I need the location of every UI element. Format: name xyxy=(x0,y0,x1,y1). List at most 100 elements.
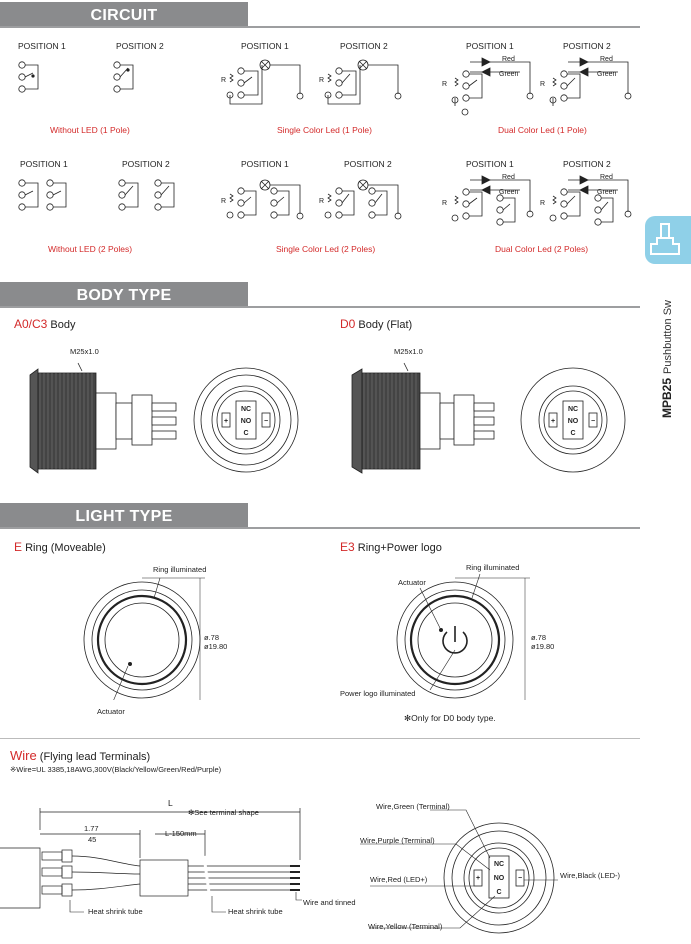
a0-side-view xyxy=(29,362,177,474)
body-type-divider xyxy=(0,306,640,308)
dual-led-2p-pos2 xyxy=(549,175,632,226)
caption-single-led-2p: Single Color Led (2 Poles) xyxy=(276,244,376,254)
power-logo-icon xyxy=(442,631,468,654)
a0-front-view xyxy=(193,367,299,473)
no-terminal-label: NO xyxy=(241,418,252,425)
wire-purple-label: Wire,Purple (Terminal) xyxy=(360,836,435,845)
pos1-label: POSITION 1 xyxy=(241,41,289,51)
caption-dual-led-2p: Dual Color Led (2 Poles) xyxy=(495,244,589,254)
no-terminal-label: NO xyxy=(494,875,505,882)
pos2-label: POSITION 2 xyxy=(116,41,164,51)
green-led-label: Green xyxy=(499,189,519,196)
red-led-label: Red xyxy=(600,174,613,181)
single-led-2p-pos1 xyxy=(226,179,304,220)
green-led-label: Green xyxy=(597,189,617,196)
wire-side-drawing xyxy=(0,808,302,913)
dual-led-2p-pos1 xyxy=(451,175,534,226)
heat-shrink-label-1: Heat shrink tube xyxy=(88,907,143,916)
dual-led-1p-pos2 xyxy=(549,57,632,106)
caption-single-led-1p: Single Color Led (1 Pole) xyxy=(277,125,372,135)
length-L-label: L xyxy=(168,798,173,808)
caption-no-led-1p: Without LED (1 Pole) xyxy=(50,125,130,135)
switch-1p-pos2 xyxy=(113,61,134,93)
pos1-label: POSITION 1 xyxy=(241,159,289,169)
body-type-title: BODY TYPE xyxy=(76,287,172,304)
circuit-banner: CIRCUIT xyxy=(0,2,248,28)
wire-front-drawing: NC NO C + − xyxy=(360,809,558,934)
wire-divider xyxy=(0,738,640,739)
diameter-mm: ø19.80 xyxy=(204,642,228,651)
wire-tinned-label: Wire and tinned xyxy=(303,898,356,907)
pos2-label: POSITION 2 xyxy=(340,41,388,51)
light-type-title: LIGHT TYPE xyxy=(75,508,173,525)
single-led-1p-pos2 xyxy=(324,59,402,105)
thread-label: M25x1.0 xyxy=(394,347,423,356)
circuit-diagrams: R R R R R R R R Red Green Red Green Red … xyxy=(18,56,632,226)
light-type-divider xyxy=(0,527,640,529)
minus-terminal-label: − xyxy=(591,418,595,425)
diameter-mm: ø19.80 xyxy=(531,642,555,651)
caption-no-led-2p: Without LED (2 Poles) xyxy=(48,244,133,254)
nc-terminal-label: NC xyxy=(568,406,578,413)
green-led-label: Green xyxy=(499,71,519,78)
single-led-2p-pos2 xyxy=(324,179,402,220)
d0-only-note: ✻Only for D0 body type. xyxy=(404,713,496,723)
d0-body-heading: D0 Body (Flat) xyxy=(340,317,413,331)
e3-ring-view xyxy=(396,573,530,700)
heat-shrink-label-2: Heat shrink tube xyxy=(228,907,283,916)
pos1-label: POSITION 1 xyxy=(18,41,66,51)
switch-2p-pos2 xyxy=(118,179,175,211)
single-led-1p-pos1 xyxy=(226,59,304,105)
actuator-label: Actuator xyxy=(97,707,125,716)
d0-front-view xyxy=(520,367,626,473)
lead-length: L-150mm xyxy=(165,829,197,838)
resistor-label: R xyxy=(442,200,447,207)
light-type-banner: LIGHT TYPE xyxy=(0,503,248,529)
actuator-label: Actuator xyxy=(398,578,426,587)
dim-mm: 45 xyxy=(88,835,97,844)
dual-led-1p-pos1 xyxy=(451,57,534,116)
caption-dual-led-1p: Dual Color Led (1 Pole) xyxy=(498,125,587,135)
resistor-label: R xyxy=(221,198,226,205)
nc-terminal-label: NC xyxy=(494,861,504,868)
body-type-banner: BODY TYPE xyxy=(0,282,248,308)
resistor-label: R xyxy=(221,77,226,84)
pos1-label: POSITION 1 xyxy=(20,159,68,169)
wire-black-label: Wire,Black (LED-) xyxy=(560,871,621,880)
e-ring-view xyxy=(83,577,205,700)
body-drawings: NC NO C + − NC NO C + − xyxy=(29,362,626,474)
switch-2p-pos1 xyxy=(18,179,67,211)
red-led-label: Red xyxy=(502,174,515,181)
no-terminal-label: NO xyxy=(568,418,579,425)
pos1-label: POSITION 1 xyxy=(466,41,514,51)
circuit-divider xyxy=(0,26,640,28)
minus-terminal-label: − xyxy=(518,875,522,882)
c-terminal-label: C xyxy=(570,430,575,437)
wire-yellow-label: Wire,Yellow (Terminal) xyxy=(368,922,443,931)
wire-green-label: Wire,Green (Terminal) xyxy=(376,802,450,811)
light-drawings xyxy=(83,573,530,700)
e3-ring-heading: E3 Ring+Power logo xyxy=(340,540,442,554)
ring-illuminated-label: Ring illuminated xyxy=(466,563,520,572)
a0-body-heading: A0/C3 Body xyxy=(14,317,76,331)
resistor-label: R xyxy=(540,200,545,207)
model-name: MPB25 xyxy=(660,378,674,418)
pushbutton-tab[interactable] xyxy=(645,216,691,264)
wire-red-label: Wire,Red (LED+) xyxy=(370,875,428,884)
pos2-label: POSITION 2 xyxy=(344,159,392,169)
plus-terminal-label: + xyxy=(224,418,228,425)
resistor-label: R xyxy=(540,81,545,88)
wire-spec: ※Wire=UL 3385,18AWG,300V(Black/Yellow/Gr… xyxy=(10,765,222,774)
resistor-label: R xyxy=(319,77,324,84)
thread-label: M25x1.0 xyxy=(70,347,99,356)
c-terminal-label: C xyxy=(496,889,501,896)
e-ring-heading: E Ring (Moveable) xyxy=(14,540,106,554)
resistor-label: R xyxy=(319,198,324,205)
ring-illuminated-label: Ring illuminated xyxy=(153,565,207,574)
red-led-label: Red xyxy=(600,56,613,63)
pos2-label: POSITION 2 xyxy=(122,159,170,169)
category-name: Pushbutton Switches xyxy=(662,300,674,374)
plus-terminal-label: + xyxy=(476,875,480,882)
side-label: MPB25 Pushbutton Switches xyxy=(649,271,689,420)
red-led-label: Red xyxy=(502,56,515,63)
